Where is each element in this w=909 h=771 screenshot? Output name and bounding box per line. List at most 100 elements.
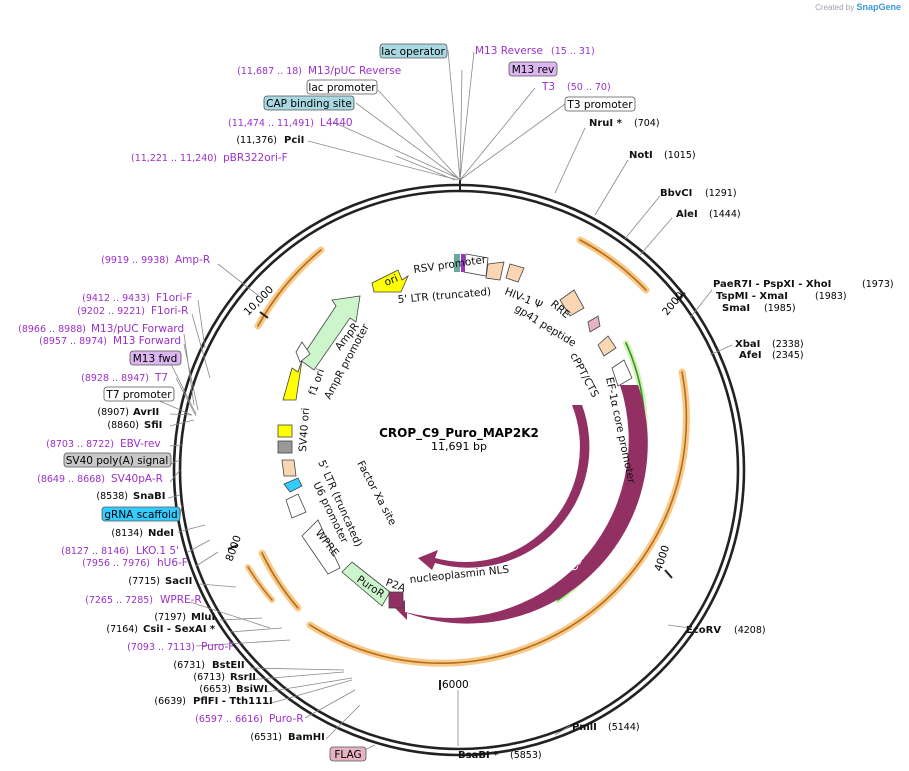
- primer-m13puc-reverse-pos: (11,687 .. 18): [237, 66, 302, 77]
- leader-nrui: [554, 127, 586, 194]
- primer-sv40pa-r-pos: (8649 .. 8668): [37, 474, 105, 485]
- plasmid-size: 11,691 bp: [431, 440, 487, 453]
- t7-promoter-label: T7 promoter: [105, 389, 172, 401]
- leader-top-cluster: [307, 49, 566, 181]
- primer-labels: M13 Reverse (15 .. 31) (11,687 .. 18) M1…: [18, 45, 611, 725]
- leader-noti: [594, 159, 629, 216]
- p2a-box: [388, 591, 404, 609]
- feature-cas9-inner: Cas9: [530, 497, 555, 525]
- grna-arrow: [283, 477, 303, 493]
- grna-scaffold-label: gRNA scaffold: [104, 509, 177, 521]
- site-noti-pos: (1015): [664, 150, 696, 161]
- primer-puro-f: Puro-F: [201, 641, 234, 653]
- site-snabi-pos: (8538): [96, 491, 128, 502]
- ampr-promoter-arrow: [295, 341, 311, 363]
- site-xhoi: PaeR7I - PspXI - XhoI: [713, 279, 831, 290]
- leader-bbvci: [623, 195, 661, 241]
- primer-lko-pos: (8127 .. 8146): [61, 546, 129, 557]
- primer-m13-reverse: M13 Reverse: [475, 45, 543, 57]
- site-avrii: AvrII: [133, 407, 159, 418]
- rre-box: [559, 289, 585, 317]
- wpre-arrow: [301, 519, 341, 575]
- tick-10000: [259, 311, 269, 319]
- site-ndei: NdeI: [148, 528, 174, 539]
- primer-sv40pa-r: SV40pA-R: [111, 473, 163, 485]
- primer-wpre-r: WPRE-R: [160, 594, 202, 606]
- feature-ori: ori: [383, 273, 400, 289]
- site-alei-pos: (1444): [709, 209, 741, 220]
- site-xmai: TspMI - XmaI: [716, 291, 788, 302]
- primer-m13-fwd: M13 Forward: [113, 335, 181, 347]
- m13-rev-box: [508, 61, 558, 77]
- lac-promoter-label: lac promoter: [308, 82, 376, 94]
- site-pmli: PmlI: [572, 722, 597, 733]
- site-alei: AleI: [676, 209, 698, 220]
- sv40-polya-label: SV40 poly(A) signal: [66, 455, 169, 467]
- tick-4000: [664, 569, 673, 579]
- primer-f1ori-f-pos: (9412 .. 9433): [82, 293, 150, 304]
- site-bbvci-pos: (1291): [705, 188, 737, 199]
- site-rsrii: RsrII: [230, 672, 256, 683]
- primer-hu6f: hU6-F: [157, 557, 188, 569]
- site-bsteii-pos: (6731): [173, 660, 205, 671]
- site-sfii: SfiI: [144, 420, 162, 431]
- tick-marks: [227, 180, 686, 690]
- flag-label: FLAG: [334, 749, 361, 761]
- lac-operator-label: lac operator: [381, 46, 445, 58]
- site-pmli-pos: (5144): [608, 722, 640, 733]
- site-afei-pos: (2345): [772, 350, 804, 361]
- leader-alei: [639, 217, 673, 256]
- site-snabi: SnaBI: [133, 491, 165, 502]
- site-xbai: XbaI: [735, 339, 760, 350]
- site-nrui: NruI *: [589, 118, 623, 129]
- primer-l4440: L4440: [320, 117, 353, 129]
- primer-hu6f-pos: (7956 .. 7976): [82, 558, 150, 569]
- ampr-arrow: [299, 295, 361, 371]
- site-csii: CsiI - SexAI *: [143, 624, 216, 635]
- credit-prefix: Created by: [815, 3, 855, 12]
- right-sites: NruI * (704) NotI (1015) BbvCI (1291) Al…: [458, 118, 894, 761]
- primer-t7: T7: [154, 372, 168, 384]
- primer-ebv-rev: EBV-rev: [120, 438, 161, 450]
- site-noti: NotI: [629, 150, 653, 161]
- site-rsrii-pos: (6713): [193, 672, 225, 683]
- ori-arrow: [371, 269, 409, 293]
- feature-cppt: cPPT/CTS: [567, 351, 601, 400]
- site-xbai-pos: (2338): [772, 339, 804, 350]
- site-bsiwi-pos: (6653): [199, 684, 231, 695]
- orf-arc-lower-left-2-line: [247, 566, 273, 601]
- site-afei: AfeI: [739, 350, 762, 361]
- left-sites: (11,376) PciI (8907) AvrII (8860) SfiI (…: [96, 135, 324, 743]
- cap-binding-label: CAP binding site: [266, 98, 352, 110]
- plasmid-name: CROP_C9_Puro_MAP2K2: [379, 426, 539, 441]
- site-bsabi: BsaBI *: [458, 750, 499, 761]
- site-bsabi-pos: (5853): [510, 750, 542, 761]
- leader-pmli: [554, 725, 571, 736]
- primer-ebv-rev-pos: (8703 .. 8722): [46, 439, 114, 450]
- primer-puro-r-pos: (6597 .. 6616): [195, 714, 263, 725]
- site-bbvci: BbvCI: [660, 188, 692, 199]
- cppt-box: [597, 335, 617, 357]
- site-pflfi: PflFI - Tth111I: [193, 696, 273, 707]
- boxed-labels: lac operator M13 rev lac promoter T3 pro…: [63, 43, 636, 762]
- site-avrii-pos: (8907): [97, 407, 129, 418]
- tick-8000: [227, 544, 239, 550]
- primer-ampr-pos: (9919 .. 9938): [101, 255, 169, 266]
- site-xhoi-pos: (1973): [862, 279, 894, 290]
- cas9-inner-arrow: [418, 405, 590, 570]
- t7-promoter-box: [103, 386, 175, 402]
- site-ecorv-pos: (4208): [734, 625, 766, 636]
- site-pflfi-pos: (6639): [154, 696, 186, 707]
- tick-label-4000: 4000: [652, 544, 672, 573]
- site-bsiwi: BsiWI: [236, 684, 268, 695]
- primer-m13puc-fwd: M13/pUC Forward: [91, 323, 184, 335]
- lac-promoter-box: [306, 79, 378, 95]
- site-bamhi-pos: (6531): [250, 732, 282, 743]
- site-csii-pos: (7164): [106, 624, 138, 635]
- site-pcii-pos: (11,376): [236, 135, 277, 146]
- site-smai: SmaI: [722, 303, 750, 314]
- site-sfii-pos: (8860): [107, 420, 139, 431]
- primer-pbr322ori: pBR322ori-F: [223, 152, 288, 164]
- ltr-small-box: [281, 459, 297, 477]
